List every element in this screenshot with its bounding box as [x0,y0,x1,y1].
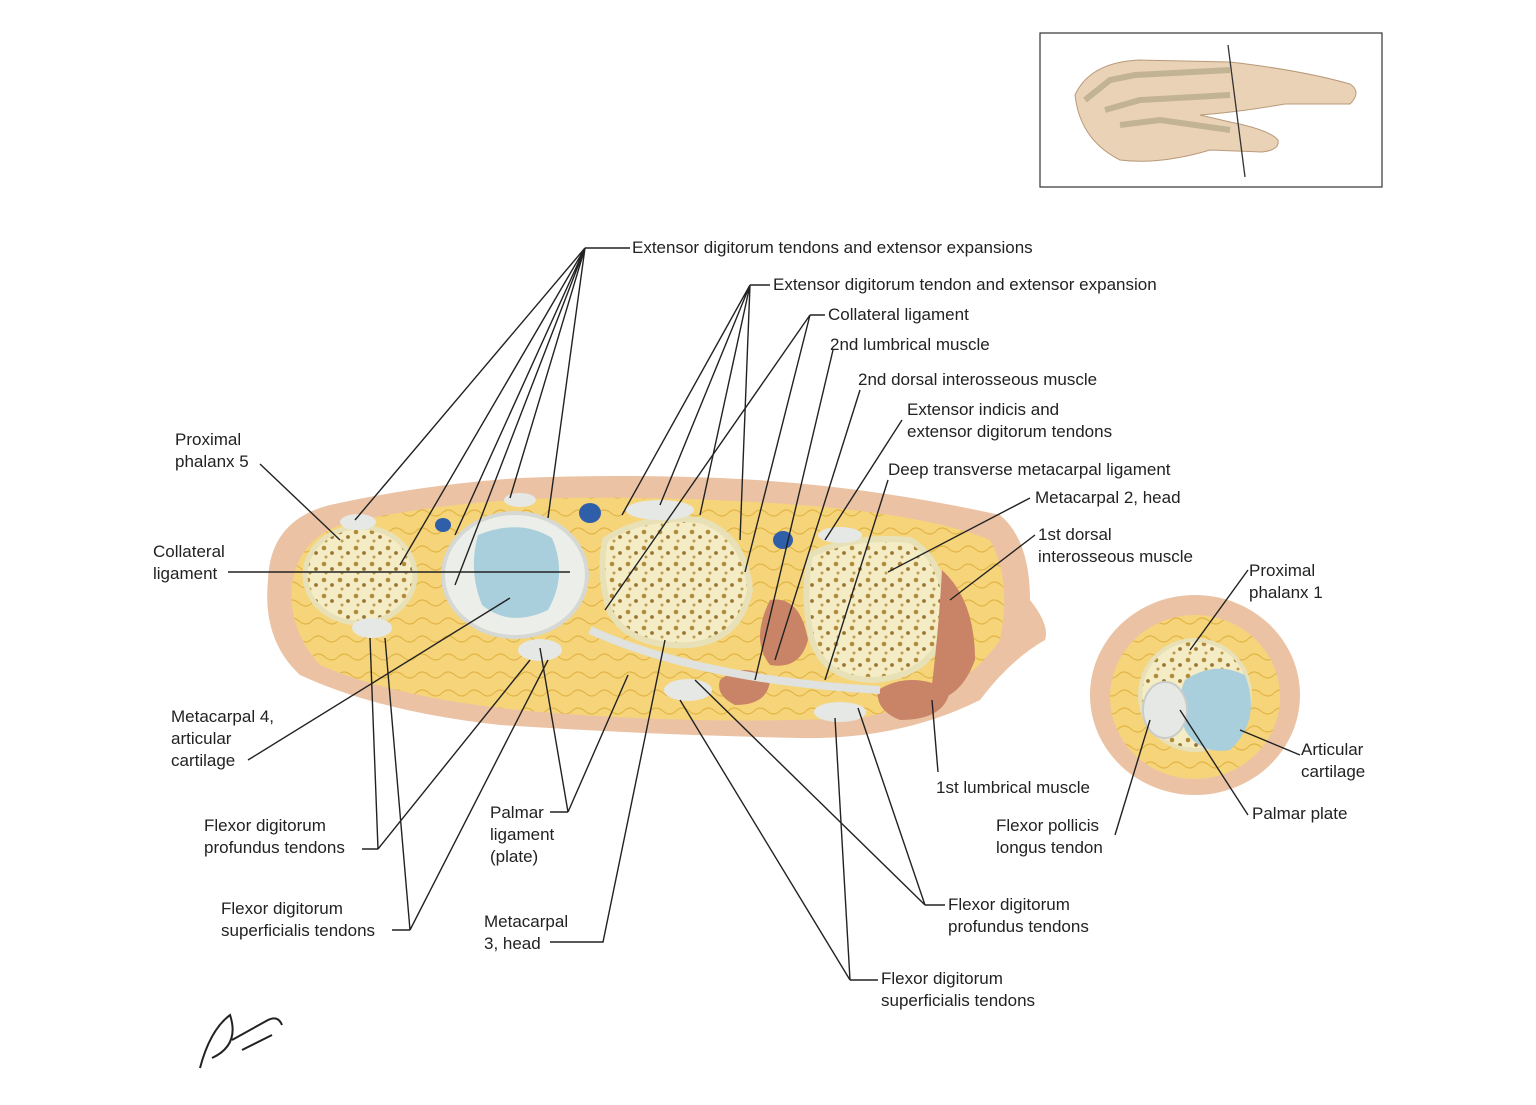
proximal-phalanx-5 [302,524,418,626]
leader-lines [228,247,1301,981]
dorsal-vein [435,518,451,532]
extensor-tendon [626,500,694,520]
extensor-tendon [504,493,536,507]
label-extensor-digitorum-tendon: Extensor digitorum tendon and extensor e… [773,275,1157,294]
lumbrical-1-muscle [877,680,950,720]
thumb-cross-section [1090,595,1300,795]
flexor-tendon [352,618,392,638]
hand-cross-section [267,476,1046,739]
metacarpal-3-head [599,516,754,649]
extensor-tendon [818,527,862,543]
label-metacarpal-2-head: Metacarpal 2, head [1035,488,1181,507]
inset-hand-figure [1039,32,1383,188]
label-extensor-digitorum-tendons: Extensor digitorum tendons and extensor … [632,238,1033,257]
label-palmar-plate: Palmar plate [1252,804,1348,823]
label-1st-lumbrical: 1st lumbrical muscle [936,778,1090,797]
thumb-articular-cartilage [1180,668,1251,751]
dorsal-interosseous-1-muscle [930,570,975,700]
label-collateral-ligament-top: Collateral ligament [828,305,969,324]
label-deep-transverse-ligament: Deep transverse metacarpal ligament [888,460,1171,479]
metacarpal-2-head [803,536,952,684]
netter-signature [199,1013,283,1069]
label-2nd-lumbrical: 2nd lumbrical muscle [830,335,990,354]
extensor-tendon [340,514,376,530]
dorsal-vein [579,503,601,523]
deep-transverse-metacarpal-ligament [588,626,881,694]
dorsal-vein [773,531,793,549]
flexor-pollicis-longus-tendon [1142,681,1188,739]
label-2nd-dorsal-interosseous: 2nd dorsal interosseous muscle [858,370,1098,389]
flexor-tendon [814,702,866,722]
